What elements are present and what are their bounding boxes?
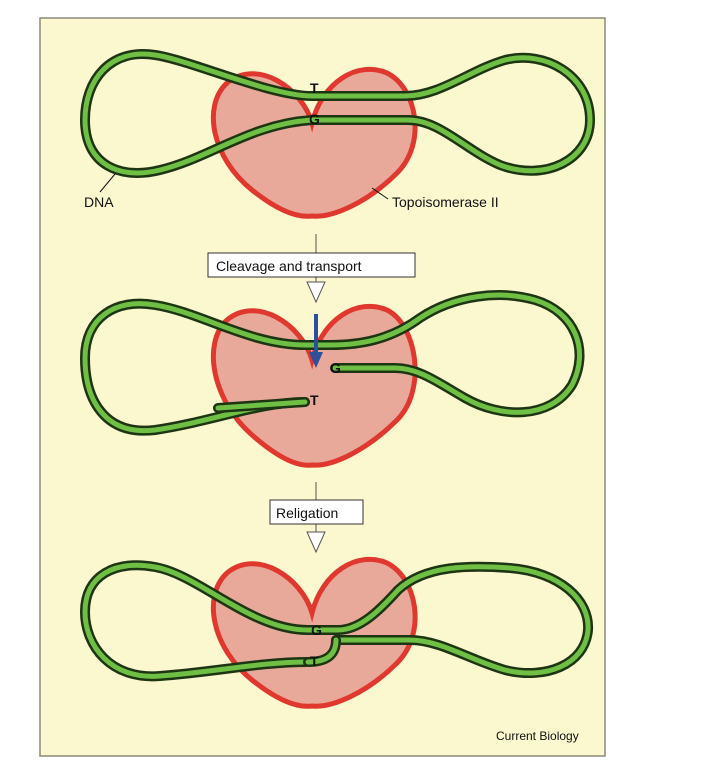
- step1-box: [207, 252, 416, 278]
- panel-2-upper-letter: G: [330, 360, 341, 376]
- panel-3-upper-letter: G: [311, 622, 322, 638]
- dna-strand-3: [79, 560, 594, 682]
- topoisomerase-leader-line: [371, 187, 389, 200]
- step2-box: [269, 499, 364, 525]
- credit-label: Current Biology: [496, 729, 579, 743]
- panel-3: G T: [79, 556, 594, 709]
- transport-arrow: [309, 314, 323, 368]
- panel-1-lower-letter: G: [309, 111, 320, 127]
- panel-2-lower-letter: T: [310, 392, 319, 408]
- step-arrow-2: Religation: [269, 482, 364, 554]
- step2-label: Religation: [276, 505, 338, 521]
- enzyme-1: [210, 66, 418, 219]
- dna-leader-line: [99, 173, 116, 193]
- panel-1-upper-letter: T: [310, 80, 319, 96]
- dna-label: DNA: [84, 194, 114, 210]
- panel-1: T G DNA Topoisomerase II: [79, 49, 596, 219]
- panel-2: G T: [79, 290, 585, 468]
- panel-3-lower-letter: T: [310, 653, 319, 669]
- step-arrow-1: Cleavage and transport: [207, 234, 416, 304]
- dna-strand-2: [79, 290, 585, 436]
- topoisomerase-label: Topoisomerase II: [392, 194, 499, 210]
- dna-strand-1: [79, 49, 596, 178]
- step1-label: Cleavage and transport: [216, 258, 362, 274]
